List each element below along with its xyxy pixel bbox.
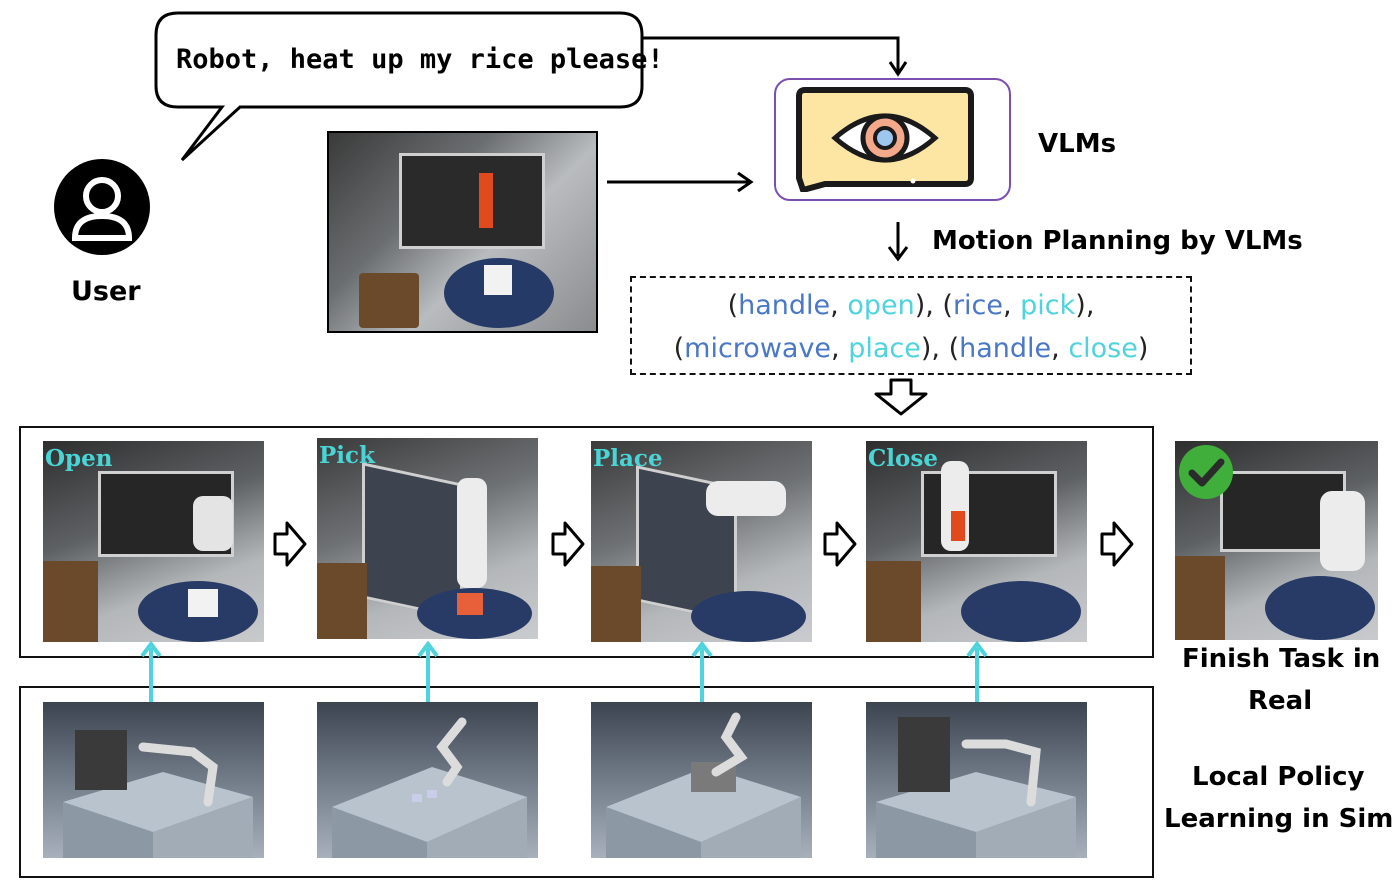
- stage-label: Open: [45, 445, 113, 472]
- vlm-box: [774, 78, 1011, 201]
- plan-down-hollow-arrow: [874, 378, 928, 416]
- sim-image-place: [591, 702, 812, 858]
- plan-action: place: [848, 333, 921, 364]
- finish-label-line2: Real: [1248, 686, 1313, 716]
- speech-bubble: [154, 11, 644, 162]
- stage-photo-pick: Pick: [317, 438, 538, 639]
- plan-box: (handle, open), (rice, pick), (microwave…: [630, 276, 1192, 375]
- sim-image-pick: [317, 702, 538, 858]
- sim-label-line1: Local Policy: [1192, 762, 1365, 792]
- plan-action: open: [847, 290, 915, 321]
- stage-photo-close: Close: [866, 441, 1087, 642]
- final-result-photo: [1175, 441, 1378, 640]
- sim-to-real-arrow: [417, 640, 439, 704]
- sim-label-line2: Learning in Sim: [1164, 804, 1394, 834]
- stage-photo-open: Open: [43, 441, 264, 642]
- vlm-label: VLMs: [1038, 129, 1117, 159]
- sim-image-open: [43, 702, 264, 858]
- stage-label: Place: [593, 445, 663, 472]
- bubble-to-vlm-arrow: [643, 36, 908, 77]
- user-label: User: [71, 276, 141, 307]
- user-avatar-icon: [54, 159, 150, 255]
- plan-object: microwave: [684, 333, 832, 364]
- plan-action: pick: [1020, 290, 1076, 321]
- stage-arrow-icon: [1100, 521, 1134, 567]
- plan-line-2: (microwave, place), (handle, close): [673, 333, 1149, 364]
- plan-line-1: (handle, open), (rice, pick),: [727, 290, 1095, 321]
- stage-arrow-icon: [823, 521, 857, 567]
- stage-label: Pick: [319, 442, 375, 469]
- real-execution-frame: [19, 426, 1154, 658]
- vlm-down-arrow: [887, 222, 909, 262]
- eye-chat-icon: [796, 87, 974, 192]
- plan-object: handle: [959, 333, 1052, 364]
- stage-photo-place: Place: [591, 441, 812, 642]
- plan-action: close: [1068, 333, 1138, 364]
- speech-text: Robot, heat up my rice please!: [176, 44, 664, 75]
- sim-learning-frame: [19, 686, 1154, 878]
- plan-object: handle: [738, 290, 831, 321]
- sim-to-real-arrow: [966, 640, 988, 704]
- motion-planning-label: Motion Planning by VLMs: [932, 226, 1303, 256]
- scene-photo: [327, 131, 598, 333]
- stage-arrow-icon: [273, 521, 307, 567]
- sim-image-close: [866, 702, 1087, 858]
- plan-object: rice: [952, 290, 1003, 321]
- sim-to-real-arrow: [691, 640, 713, 704]
- stage-arrow-icon: [551, 521, 585, 567]
- photo-to-vlm-arrow: [607, 171, 754, 193]
- check-icon: [1179, 445, 1233, 499]
- sim-to-real-arrow: [140, 640, 162, 704]
- stage-label: Close: [868, 445, 938, 472]
- finish-label-line1: Finish Task in: [1182, 644, 1381, 674]
